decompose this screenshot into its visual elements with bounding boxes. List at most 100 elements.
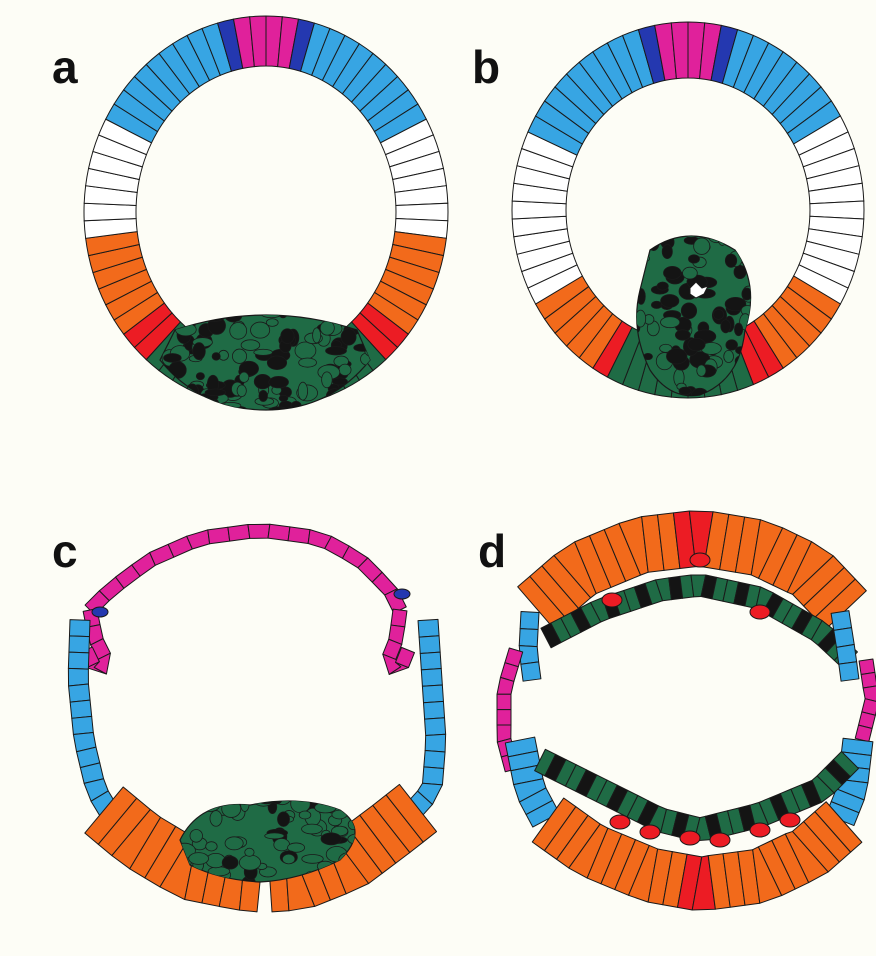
endoderm-cell bbox=[302, 824, 323, 834]
cell bbox=[424, 750, 445, 768]
cell bbox=[497, 694, 511, 709]
cell bbox=[419, 636, 440, 654]
mesoderm-cell bbox=[610, 815, 630, 829]
cell bbox=[839, 662, 859, 681]
yolk-granule bbox=[661, 294, 679, 307]
yolk-granule bbox=[212, 353, 220, 361]
yolk-granule bbox=[269, 376, 289, 387]
endoderm-cell bbox=[635, 310, 645, 327]
cell bbox=[421, 669, 442, 687]
mesoderm-cell bbox=[710, 833, 730, 847]
yolk-granule bbox=[153, 402, 174, 412]
endoderm-cell bbox=[230, 323, 247, 340]
endoderm-cell bbox=[707, 225, 726, 242]
endoderm-cell bbox=[642, 223, 663, 240]
endoderm-cell bbox=[657, 225, 665, 242]
yolk-granule bbox=[281, 329, 294, 344]
endoderm-cell bbox=[299, 358, 317, 367]
mesoderm-cell bbox=[780, 813, 800, 827]
yolk-granule bbox=[675, 330, 690, 340]
endoderm-cell bbox=[189, 853, 209, 865]
yolk-granule bbox=[725, 254, 736, 267]
yolk-granule bbox=[268, 407, 289, 418]
yolk-granule bbox=[346, 401, 355, 414]
cell bbox=[834, 628, 854, 648]
endoderm-cell bbox=[237, 385, 246, 397]
endoderm-cell bbox=[347, 806, 365, 813]
cell bbox=[69, 636, 90, 653]
mesoderm-cell bbox=[750, 605, 770, 619]
yolk-granule bbox=[205, 389, 226, 396]
cell bbox=[418, 619, 439, 637]
endoderm-cell bbox=[221, 304, 229, 313]
panel-a-embryo bbox=[84, 16, 448, 420]
cell bbox=[861, 672, 876, 688]
endoderm-cell bbox=[232, 349, 246, 363]
endoderm-cell bbox=[315, 802, 337, 813]
yolk-granule bbox=[752, 397, 769, 405]
endoderm-cell bbox=[265, 833, 284, 839]
yolk-granule bbox=[688, 255, 699, 263]
endoderm-cell bbox=[339, 390, 359, 397]
yolk-granule bbox=[670, 214, 678, 227]
endoderm-cell bbox=[652, 223, 669, 229]
panel-label-b: b bbox=[472, 44, 500, 90]
endoderm-cell bbox=[254, 782, 269, 800]
mesoderm-cell bbox=[602, 593, 622, 607]
yolk-granule bbox=[279, 308, 288, 318]
endoderm-cell bbox=[165, 793, 185, 802]
yolk-granule bbox=[204, 313, 225, 322]
cell bbox=[391, 609, 407, 627]
endoderm-cell bbox=[278, 300, 298, 310]
yolk-granule bbox=[279, 395, 288, 401]
endoderm-cell bbox=[749, 260, 770, 270]
mesoderm-cell bbox=[750, 823, 770, 837]
cell bbox=[423, 767, 444, 785]
endoderm-cell bbox=[282, 854, 295, 864]
mesoderm-cell bbox=[690, 553, 710, 567]
endoderm-cell bbox=[697, 365, 706, 376]
yolk-granule bbox=[258, 794, 276, 804]
yolk-granule bbox=[268, 409, 283, 420]
cell bbox=[69, 620, 90, 637]
yolk-granule bbox=[625, 260, 636, 272]
cell bbox=[288, 527, 310, 544]
yolk-granule bbox=[747, 265, 764, 278]
yolk-granule bbox=[321, 833, 341, 845]
yolk-granule bbox=[171, 307, 186, 313]
cell bbox=[497, 710, 511, 725]
yolk-granule bbox=[332, 378, 347, 385]
endoderm-cell bbox=[698, 219, 706, 236]
yolk-granule bbox=[201, 795, 212, 806]
yolk-granule bbox=[311, 410, 332, 417]
cell bbox=[521, 662, 541, 681]
yolk-granule bbox=[246, 300, 257, 307]
endoderm-cell bbox=[190, 829, 203, 842]
cell bbox=[836, 645, 856, 665]
yolk-granule bbox=[681, 303, 696, 319]
cell bbox=[425, 718, 446, 736]
endoderm-cell bbox=[210, 811, 222, 827]
panel-c-embryo bbox=[68, 524, 445, 912]
endoderm-cell bbox=[694, 238, 710, 254]
cell bbox=[268, 524, 290, 541]
yolk-granule bbox=[278, 812, 290, 827]
yolk-granule bbox=[663, 266, 681, 279]
yolk-granule bbox=[183, 790, 202, 798]
endoderm-cell bbox=[313, 328, 321, 343]
yolk-granule bbox=[198, 306, 209, 322]
endoderm-cell bbox=[661, 317, 680, 328]
cell bbox=[831, 611, 851, 631]
cell bbox=[248, 524, 270, 538]
panel-label-d: d bbox=[478, 528, 506, 574]
yolk-granule bbox=[328, 303, 343, 311]
endoderm-cell bbox=[177, 403, 199, 421]
endoderm-cell bbox=[182, 798, 201, 812]
yolk-granule bbox=[341, 329, 356, 345]
endoderm-cell bbox=[320, 321, 334, 335]
yolk-granule bbox=[259, 390, 268, 401]
cell bbox=[855, 725, 872, 742]
yolk-granule bbox=[291, 401, 301, 410]
cell bbox=[519, 629, 538, 647]
yolk-granule bbox=[198, 309, 207, 317]
